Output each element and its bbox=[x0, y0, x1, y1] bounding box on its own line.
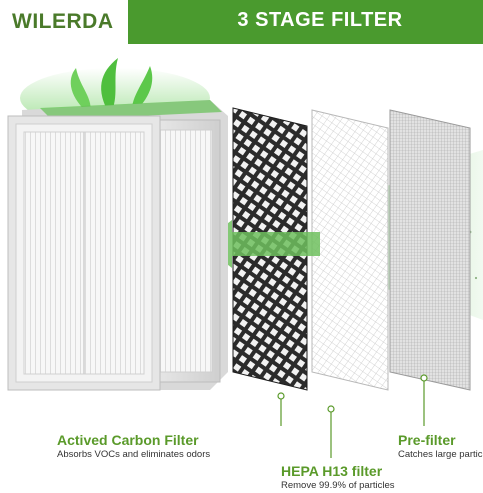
hepa-filter-label: HEPA H13 filter Remove 99.9% of particle… bbox=[281, 463, 395, 491]
brand-name: WILERDA bbox=[12, 10, 114, 33]
pre-filter-title: Pre-filter bbox=[398, 432, 456, 448]
pre-filter-panel bbox=[389, 109, 471, 391]
pre-filter-label: Pre-filter Catches large particles bbox=[398, 432, 483, 460]
hepa-filter-description: Remove 99.9% of particles bbox=[281, 480, 395, 491]
filter-unit bbox=[7, 100, 228, 391]
arrow-left-icon bbox=[201, 220, 320, 268]
carbon-filter-label: Actived Carbon Filter Absorbs VOCs and e… bbox=[57, 432, 210, 460]
hepa-filter-title: HEPA H13 filter bbox=[281, 463, 383, 479]
hepa-panel bbox=[311, 109, 389, 391]
pre-filter-description: Catches large particles bbox=[398, 449, 483, 460]
label-connectors bbox=[277, 374, 428, 458]
banner-title: 3 STAGE FILTER bbox=[237, 9, 403, 31]
carbon-filter-title: Actived Carbon Filter bbox=[57, 432, 199, 448]
carbon-filter-description: Absorbs VOCs and eliminates odors bbox=[57, 449, 211, 460]
title-banner bbox=[128, 0, 483, 44]
